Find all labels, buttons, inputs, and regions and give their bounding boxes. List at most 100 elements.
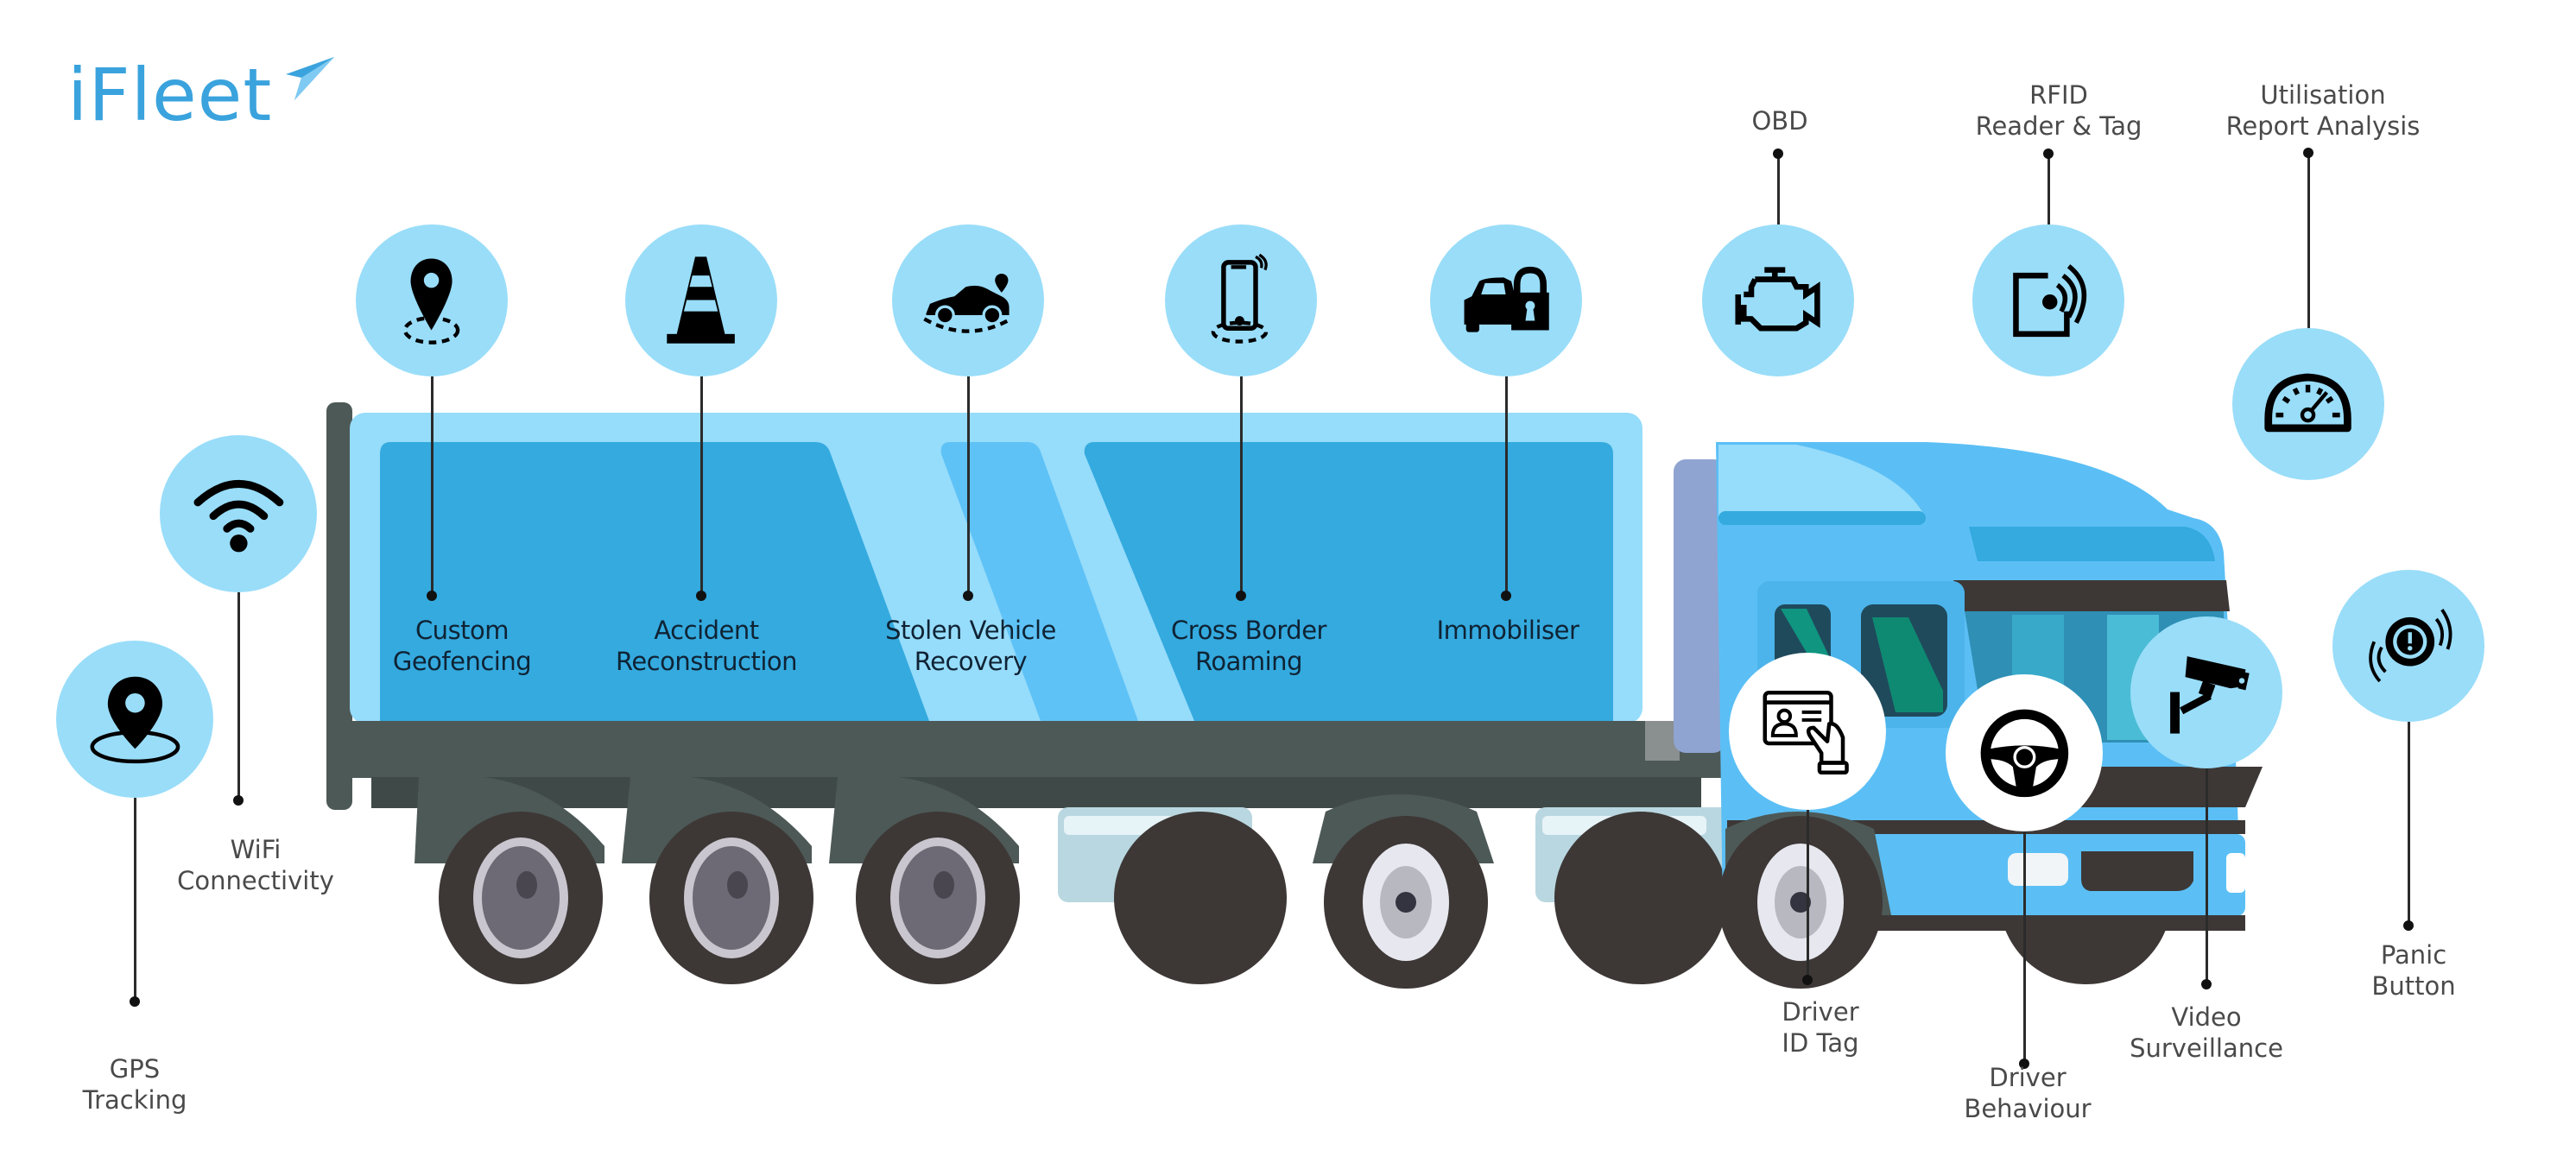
rfid-reader-tag-connector-line bbox=[2047, 154, 2050, 224]
brand-name: iFleet bbox=[67, 53, 273, 137]
panic-button-connector-line bbox=[2407, 722, 2410, 926]
brand-logo: iFleet bbox=[67, 48, 336, 143]
driver-id-tag-badge bbox=[1729, 653, 1886, 810]
utilisation-report-analysis-badge bbox=[2232, 328, 2384, 480]
label-line: Accident bbox=[654, 616, 759, 645]
video-surveillance-connector-line bbox=[2205, 768, 2208, 984]
obd-connector-line bbox=[1776, 154, 1780, 224]
wifi-connectivity-badge bbox=[160, 435, 317, 592]
cross-border-roaming-badge bbox=[1165, 224, 1317, 376]
label-line: WiFi bbox=[230, 835, 282, 864]
map-pin-radius-icon bbox=[56, 641, 213, 798]
stolen-vehicle-recovery-badge bbox=[892, 224, 1044, 376]
label-line: Report Analysis bbox=[2225, 111, 2421, 141]
stolen-vehicle-recovery-connector-dot bbox=[963, 591, 973, 601]
label-line: ID Tag bbox=[1782, 1028, 1859, 1058]
label-line: RFID bbox=[2029, 80, 2088, 110]
panic-button-badge bbox=[2332, 570, 2484, 722]
stolen-vehicle-recovery-connector-line bbox=[966, 376, 970, 596]
wheel-axle-2 bbox=[622, 777, 813, 984]
label-line: Custom bbox=[415, 616, 510, 645]
label-line: Behaviour bbox=[1964, 1094, 2092, 1123]
label-line: OBD bbox=[1751, 106, 1808, 136]
label-line: Roaming bbox=[1195, 647, 1302, 676]
trailer-rear-post bbox=[326, 402, 352, 810]
chassis-shadow bbox=[371, 777, 1701, 808]
label-line: Driver bbox=[1989, 1063, 2066, 1092]
accident-reconstruction-connector-dot bbox=[696, 591, 706, 601]
trailer-panel-left bbox=[380, 442, 929, 721]
wifi-connectivity-connector-dot bbox=[233, 795, 244, 806]
alarm-button-icon bbox=[2332, 570, 2484, 722]
wheel-drive-axle bbox=[1313, 794, 1494, 989]
paper-plane-icon bbox=[286, 57, 335, 100]
obd-connector-dot bbox=[1773, 149, 1783, 159]
label-line: Geofencing bbox=[392, 647, 532, 676]
geofence-pin-icon bbox=[356, 224, 508, 376]
gps-tracking-connector-dot bbox=[130, 996, 140, 1007]
immobiliser-connector-line bbox=[1504, 376, 1508, 596]
cctv-camera-icon bbox=[2130, 616, 2282, 768]
driver-behaviour-badge bbox=[1946, 674, 2103, 831]
trailer-panel-right bbox=[1084, 442, 1613, 721]
immobiliser-connector-dot bbox=[1501, 591, 1511, 601]
cab-back-panel bbox=[1674, 459, 1725, 753]
label-line: Reconstruction bbox=[615, 647, 798, 676]
immobiliser-label: Immobiliser bbox=[1437, 615, 1579, 646]
immobiliser-badge bbox=[1430, 224, 1582, 376]
label-line: Stolen Vehicle bbox=[885, 616, 1056, 645]
gps-tracking-badge bbox=[56, 641, 213, 798]
video-surveillance-connector-dot bbox=[2201, 979, 2212, 989]
traffic-cone-icon bbox=[625, 224, 777, 376]
label-line: Immobiliser bbox=[1436, 616, 1579, 645]
utilisation-report-analysis-connector-dot bbox=[2303, 148, 2313, 158]
utilisation-report-analysis-connector-line bbox=[2307, 153, 2310, 328]
panic-button-connector-dot bbox=[2403, 920, 2414, 931]
video-surveillance-badge bbox=[2130, 616, 2282, 768]
wheel-front-axle bbox=[1718, 816, 1883, 989]
wifi-connectivity-connector-line bbox=[237, 592, 240, 800]
label-line: Tracking bbox=[82, 1085, 187, 1115]
accident-reconstruction-connector-line bbox=[699, 376, 703, 596]
custom-geofencing-connector-line bbox=[430, 376, 434, 596]
label-line: Recovery bbox=[914, 647, 1028, 676]
rfid-reader-tag-connector-dot bbox=[2043, 149, 2054, 159]
driver-behaviour-connector-dot bbox=[2019, 1059, 2029, 1069]
trailer-chassis bbox=[326, 721, 1725, 778]
wifi-icon bbox=[160, 435, 317, 592]
label-line: Cross Border bbox=[1171, 616, 1326, 645]
label-line: Surveillance bbox=[2130, 1033, 2283, 1063]
rfid-card-icon bbox=[1972, 224, 2124, 376]
rfid-reader-tag-badge bbox=[1972, 224, 2124, 376]
label-line: Panic bbox=[2380, 940, 2447, 970]
label-line: Reader & Tag bbox=[1975, 111, 2142, 141]
obd-badge bbox=[1702, 224, 1854, 376]
trailer-stripe bbox=[940, 442, 1138, 721]
steering-wheel-icon bbox=[1946, 674, 2103, 831]
accident-reconstruction-badge bbox=[625, 224, 777, 376]
engine-icon bbox=[1702, 224, 1854, 376]
driver-id-tag-connector-dot bbox=[1802, 975, 1813, 985]
wheel-axle-3 bbox=[829, 777, 1020, 984]
label-line: Button bbox=[2371, 971, 2456, 1001]
cross-border-roaming-connector-line bbox=[1239, 376, 1243, 596]
speedometer-icon bbox=[2232, 328, 2384, 480]
id-card-hand-icon bbox=[1729, 653, 1886, 810]
driver-behaviour-connector-line bbox=[2022, 831, 2026, 1064]
custom-geofencing-badge bbox=[356, 224, 508, 376]
driver-id-tag-connector-line bbox=[1806, 810, 1809, 980]
car-padlock-icon bbox=[1430, 224, 1582, 376]
